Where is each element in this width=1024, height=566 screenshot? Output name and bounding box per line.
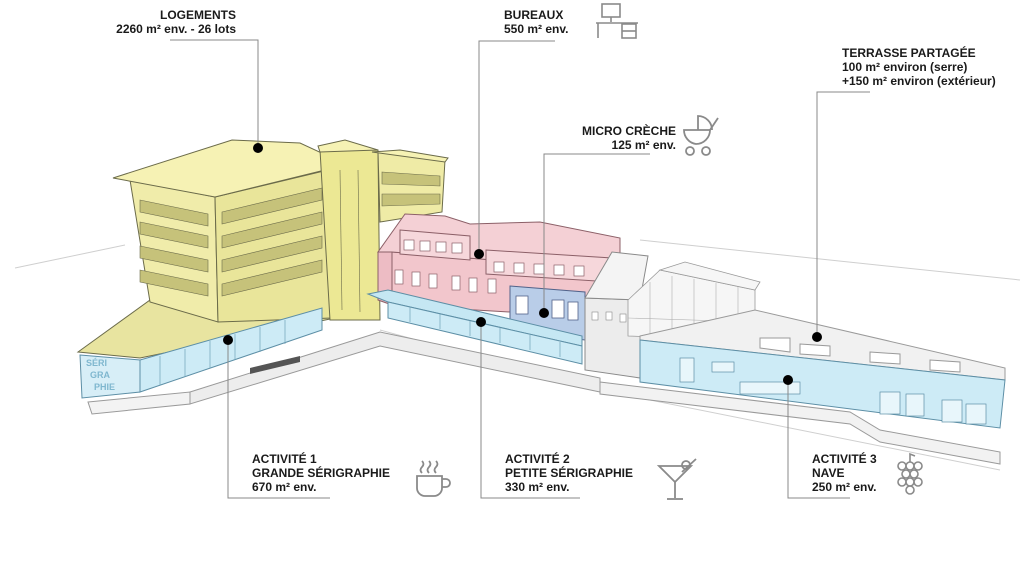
label-activite1-title: ACTIVITÉ 1	[252, 452, 317, 466]
signage-text-1: SÉRI	[86, 358, 107, 368]
label-terrasse: TERRASSE PARTAGÉE 100 m² environ (serre)…	[842, 46, 996, 88]
label-activite2-title: ACTIVITÉ 2	[505, 452, 570, 466]
marker-activite1	[223, 335, 233, 345]
label-activite1-area: 670 m² env.	[252, 480, 317, 494]
coffee-cup-icon	[416, 460, 451, 497]
label-activite3-area: 250 m² env.	[812, 480, 877, 494]
marker-logements	[253, 143, 263, 153]
label-activite1-name: GRANDE SÉRIGRAPHIE	[252, 466, 391, 480]
serigraphie-signage: SÉRI GRA PHIE	[86, 358, 115, 392]
marker-dots	[223, 143, 822, 385]
marker-activite2	[476, 317, 486, 327]
signage-text-2: GRA	[90, 370, 111, 380]
terrasse-roof	[639, 309, 1006, 381]
label-activite2-area: 330 m² env.	[505, 480, 570, 494]
label-activite2: ACTIVITÉ 2 PETITE SÉRIGRAPHIE 330 m² env…	[505, 452, 633, 494]
activite1-ground-floor	[79, 307, 323, 399]
connector-windows	[591, 311, 627, 323]
logements-windows	[139, 169, 441, 313]
ground-plinth	[87, 331, 1001, 465]
marker-activite3	[783, 375, 793, 385]
logements-right-wing	[377, 151, 446, 223]
label-logements-area: 2260 m² env. - 26 lots	[116, 22, 236, 36]
label-terrasse-serre: 100 m² environ (serre)	[842, 60, 968, 74]
stroller-icon	[683, 115, 719, 156]
label-bureaux-title: BUREAUX	[504, 8, 564, 22]
leader-bureaux	[478, 40, 555, 254]
label-activite3: ACTIVITÉ 3 NAVE 250 m² env.	[812, 452, 877, 494]
logements-stair-roof	[317, 139, 379, 153]
label-activite1: ACTIVITÉ 1 GRANDE SÉRIGRAPHIE 670 m² env…	[252, 452, 390, 494]
label-activite3-title: ACTIVITÉ 3	[812, 452, 877, 466]
label-bureaux: BUREAUX 550 m² env.	[504, 8, 568, 36]
label-activite2-name: PETITE SÉRIGRAPHIE	[505, 466, 634, 480]
leader-logements	[170, 39, 259, 148]
signage-text-3: PHIE	[94, 382, 115, 392]
creche-windows	[515, 295, 579, 321]
leader-lines	[170, 39, 870, 499]
label-terrasse-title: TERRASSE PARTAGÉE	[842, 46, 976, 60]
leader-creche	[543, 153, 650, 313]
label-creche-title: MICRO CRÈCHE	[581, 124, 676, 138]
activite2-glazing	[409, 307, 561, 357]
label-activite3-name: NAVE	[812, 466, 845, 480]
bureaux-windows	[394, 239, 585, 294]
label-bureaux-area: 550 m² env.	[504, 22, 569, 36]
logements-right-wing-roof	[371, 149, 449, 163]
cocktail-glass-icon	[656, 458, 697, 500]
activite1-glazing	[159, 320, 286, 385]
label-logements: LOGEMENTS 2260 m² env. - 26 lots	[90, 8, 236, 36]
label-terrasse-exterieur: +150 m² environ (extérieur)	[842, 74, 996, 88]
leader-activite3	[787, 380, 850, 499]
activite2-ground-floor	[366, 289, 583, 365]
label-creche: MICRO CRÈCHE 125 m² env.	[560, 124, 676, 152]
marker-creche	[539, 308, 549, 318]
desk-icon	[596, 3, 638, 39]
activite3-windows	[679, 357, 987, 425]
marker-bureaux	[474, 249, 484, 259]
leader-activite2	[480, 322, 580, 499]
leader-terrasse	[816, 91, 870, 337]
grapes-icon	[897, 452, 923, 495]
label-creche-area: 125 m² env.	[611, 138, 676, 152]
leader-activite1	[227, 340, 330, 499]
marker-terrasse	[812, 332, 822, 342]
label-logements-title: LOGEMENTS	[159, 8, 236, 22]
